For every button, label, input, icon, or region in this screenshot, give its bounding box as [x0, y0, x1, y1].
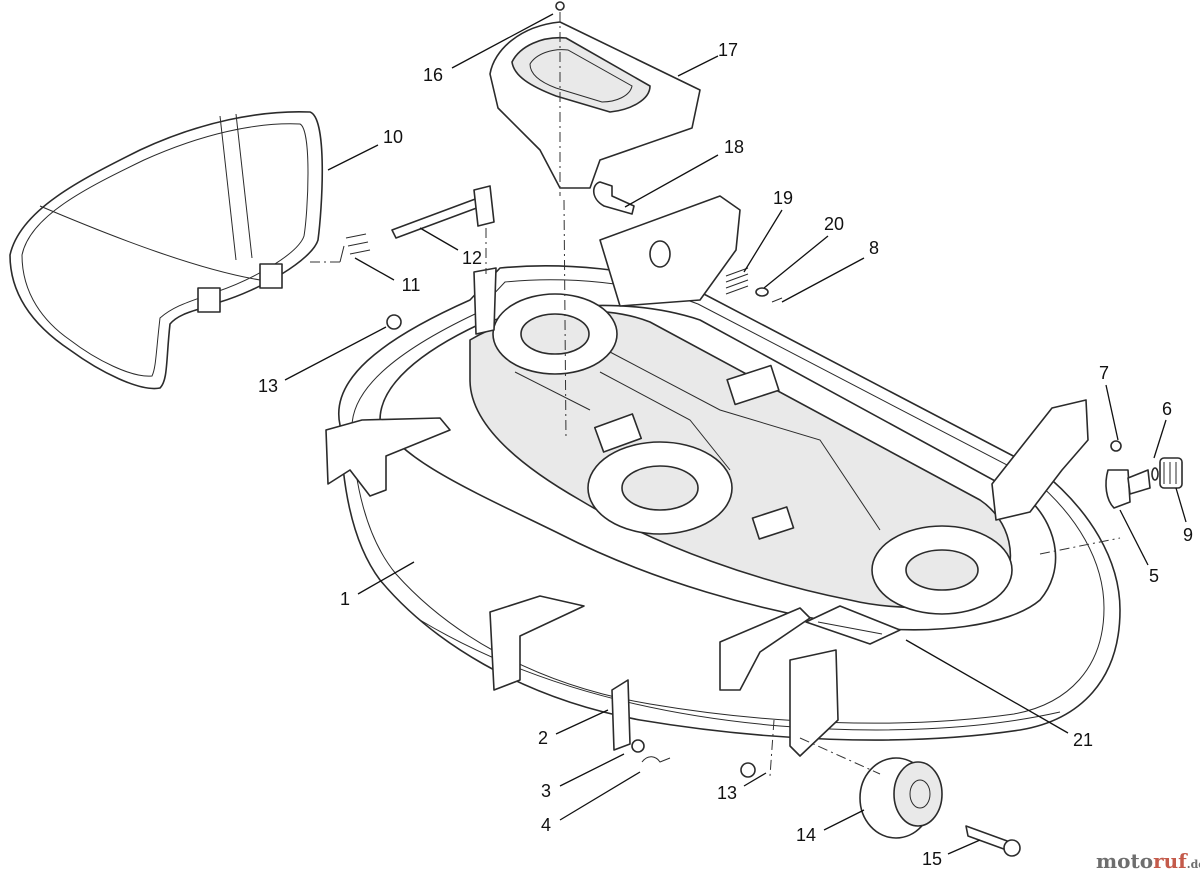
callout-leader-c7	[1105, 384, 1119, 441]
callout-number-c13b: 13	[717, 783, 737, 803]
small-hardware-top	[386, 1, 783, 330]
assembly-lines	[310, 12, 1121, 777]
callout-number-c4: 4	[541, 815, 551, 835]
callout-number-c3: 3	[541, 781, 551, 801]
callout-leader-c16	[451, 13, 554, 69]
callout-leader-c3	[559, 753, 625, 787]
callout-number-c1: 1	[340, 589, 350, 609]
callout-number-c9: 9	[1183, 525, 1193, 545]
callout-leader-c2	[555, 709, 609, 735]
callout-leader-c4	[559, 771, 641, 821]
callout-number-c15: 15	[922, 849, 942, 869]
callout-leader-c12	[419, 227, 459, 251]
callout-leader-c15	[947, 839, 981, 855]
callout-number-c12: 12	[462, 248, 482, 268]
callout-number-c18: 18	[724, 137, 744, 157]
callout-number-c6: 6	[1162, 399, 1172, 419]
deck-decal	[805, 605, 901, 645]
callout-leader-c10	[327, 144, 379, 171]
callout-number-c20: 20	[824, 214, 844, 234]
watermark: motoruf.de	[1096, 849, 1200, 873]
deflector-spring-and-rod	[339, 185, 495, 263]
callout-number-c5: 5	[1149, 566, 1159, 586]
callout-leader-c13b	[743, 772, 767, 787]
callout-leader-c5	[1119, 509, 1149, 566]
height-adjust-hardware	[1105, 440, 1183, 509]
callout-leader-c1	[357, 561, 415, 595]
callout-number-c2: 2	[538, 728, 548, 748]
callout-leader-c17	[677, 55, 719, 77]
watermark-part-c: .de	[1187, 858, 1200, 871]
callout-leader-c6	[1153, 419, 1167, 459]
callout-number-c14: 14	[796, 825, 816, 845]
callout-leader-c18	[624, 154, 719, 208]
callout-leader-c19	[743, 209, 783, 273]
watermark-part-a: moto	[1096, 849, 1153, 873]
callout-number-c21: 21	[1073, 730, 1093, 750]
callout-number-c13a: 13	[258, 376, 278, 396]
callout-number-c10: 10	[383, 127, 403, 147]
watermark-part-b: ruf	[1153, 849, 1188, 873]
callout-leader-c20	[763, 235, 829, 289]
callout-leader-c11	[354, 257, 395, 281]
callout-number-c8: 8	[869, 238, 879, 258]
callout-leader-c21	[905, 639, 1069, 734]
callout-number-c16: 16	[423, 65, 443, 85]
callout-number-c19: 19	[773, 188, 793, 208]
callout-number-c17: 17	[718, 40, 738, 60]
callout-number-c11: 11	[402, 275, 421, 295]
mounting-brackets	[325, 195, 1089, 757]
belt-cover	[489, 21, 701, 189]
callout-leader-c9	[1175, 487, 1187, 523]
callout-leader-c8	[781, 257, 865, 303]
callout-leader-c13a	[284, 326, 387, 381]
grass-deflector	[9, 110, 324, 390]
callout-leader-c14	[823, 809, 865, 831]
callout-number-c7: 7	[1099, 363, 1109, 383]
wheel-hardware	[611, 679, 1021, 857]
